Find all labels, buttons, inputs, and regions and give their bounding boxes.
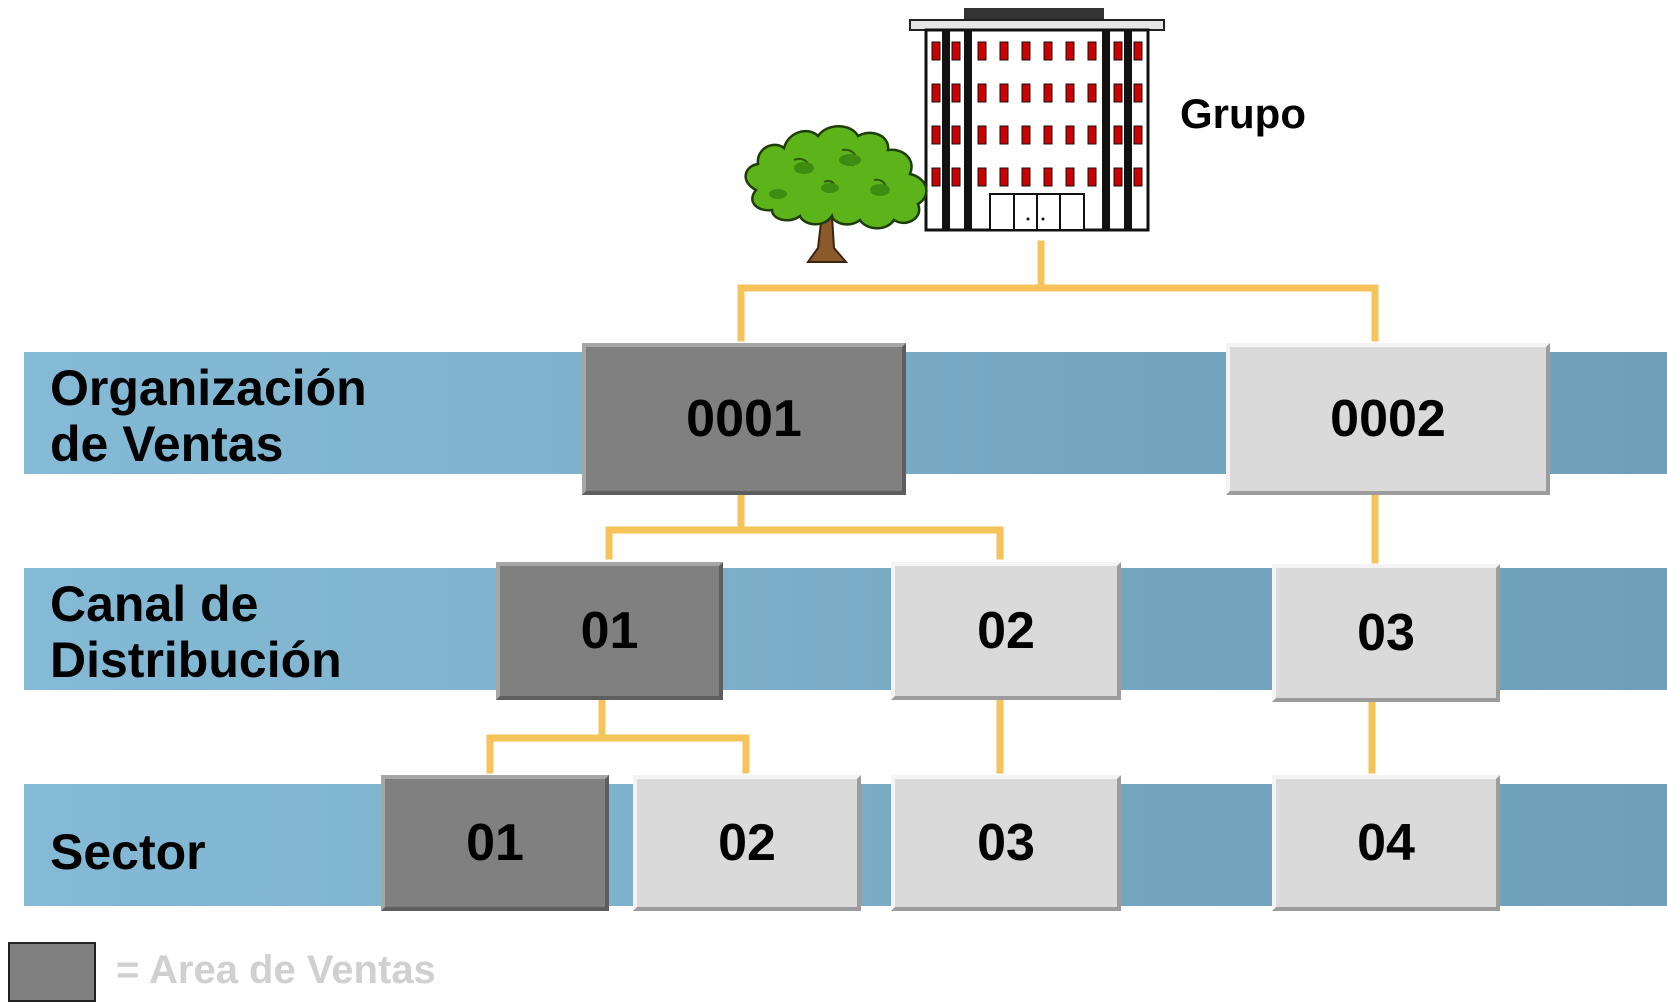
tree-icon bbox=[744, 125, 928, 263]
division-box-01[interactable]: 01 bbox=[381, 775, 609, 911]
sales-org-code: 0001 bbox=[686, 390, 802, 448]
row-label-sales-org: Organización de Ventas bbox=[50, 360, 367, 472]
legend-swatch bbox=[8, 942, 96, 1002]
building-icon bbox=[909, 8, 1165, 232]
sales-org-code: 0002 bbox=[1330, 390, 1446, 448]
distribution-channel-code: 02 bbox=[977, 602, 1035, 660]
division-box-02[interactable]: 02 bbox=[633, 775, 861, 911]
distribution-channel-code: 03 bbox=[1357, 604, 1415, 662]
division-code: 04 bbox=[1357, 814, 1415, 872]
row-label-division: Sector bbox=[50, 824, 206, 880]
distribution-channel-box-01[interactable]: 01 bbox=[496, 562, 723, 700]
sales-org-box-0001[interactable]: 0001 bbox=[582, 343, 906, 495]
distribution-channel-code: 01 bbox=[580, 602, 639, 660]
sales-org-box-0002[interactable]: 0002 bbox=[1226, 343, 1550, 495]
division-code: 03 bbox=[977, 814, 1035, 872]
distribution-channel-box-03[interactable]: 03 bbox=[1272, 564, 1500, 702]
legend-text: = Area de Ventas bbox=[116, 948, 436, 992]
division-code: 02 bbox=[718, 814, 776, 872]
division-code: 01 bbox=[466, 814, 524, 872]
row-label-distribution-channel: Canal de Distribución bbox=[50, 576, 342, 688]
group-label: Grupo bbox=[1180, 90, 1306, 137]
division-box-03[interactable]: 03 bbox=[891, 775, 1121, 911]
division-box-04[interactable]: 04 bbox=[1272, 775, 1500, 911]
distribution-channel-box-02[interactable]: 02 bbox=[891, 562, 1121, 700]
